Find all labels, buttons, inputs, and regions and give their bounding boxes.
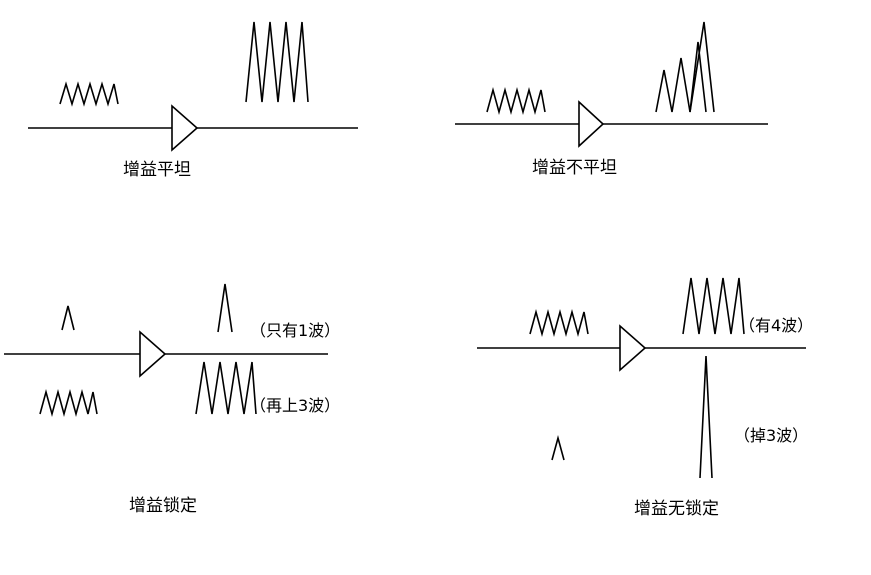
input-wave-small: [486, 86, 546, 116]
note-drop-three-waves: （掉3波）: [734, 426, 809, 445]
input-three-waves: [529, 308, 589, 338]
output-single-wave: [217, 283, 233, 333]
output-wave-unflat-tall: [689, 21, 715, 113]
input-single-wave: [61, 305, 75, 331]
caption-gain-locked: 增益锁定: [129, 496, 197, 516]
amplifier-triangle: [578, 100, 605, 148]
note-up-three-waves: （再上3波）: [250, 396, 341, 415]
output-wave-flat: [245, 21, 309, 103]
output-four-waves: [682, 277, 745, 335]
caption-gain-unlocked: 增益无锁定: [634, 499, 719, 519]
amplifier-triangle: [139, 330, 167, 378]
note-only-one-wave: （只有1波）: [250, 321, 341, 340]
note-four-waves: （有4波）: [739, 316, 814, 335]
panel-gain-unlocked: [477, 277, 806, 479]
output-wave-unflat: [655, 41, 707, 113]
panel-gain-locked: [4, 283, 328, 418]
output-four-waves: [195, 361, 257, 415]
panel-gain-unflat: [455, 21, 768, 148]
input-wave-small: [59, 81, 119, 107]
caption-gain-flat: 增益平坦: [123, 160, 191, 180]
amplifier-triangle: [619, 324, 647, 372]
input-three-waves: [39, 388, 98, 418]
panel-gain-flat: [28, 21, 358, 152]
input-single-wave: [551, 434, 565, 461]
caption-gain-unflat: 增益不平坦: [532, 158, 617, 178]
amplifier-triangle: [171, 104, 199, 152]
dropped-channel-spike: [699, 355, 713, 479]
